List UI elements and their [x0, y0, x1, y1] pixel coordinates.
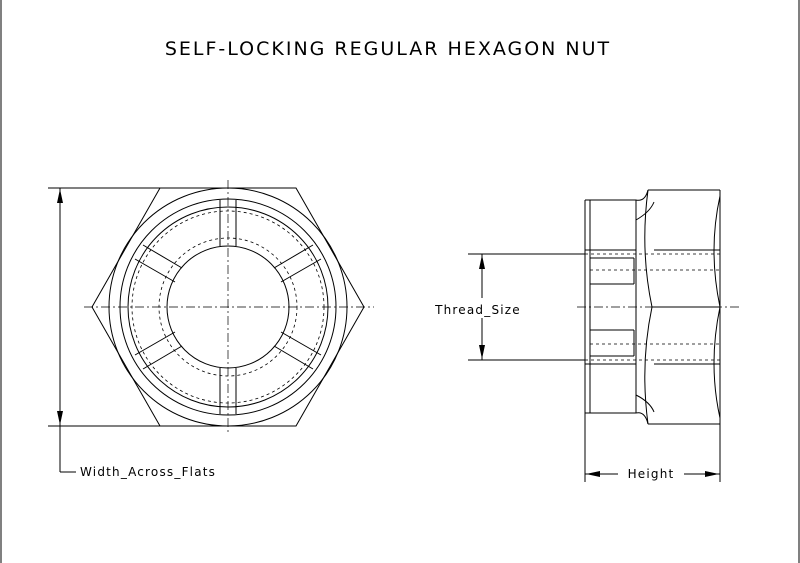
thread-size-label: Thread_Size: [434, 303, 521, 317]
height-dimension: Height: [584, 413, 721, 482]
thread-size-dimension: Thread_Size: [434, 253, 585, 361]
width-across-flats-dimension: Width_Across_Flats: [48, 187, 216, 479]
locking-slots: [134, 200, 322, 414]
side-view: [577, 189, 740, 425]
drawing-title: SELF-LOCKING REGULAR HEXAGON NUT: [165, 38, 611, 60]
front-view: [84, 180, 374, 434]
width-across-flats-label: Width_Across_Flats: [80, 465, 216, 479]
height-label: Height: [628, 467, 675, 481]
